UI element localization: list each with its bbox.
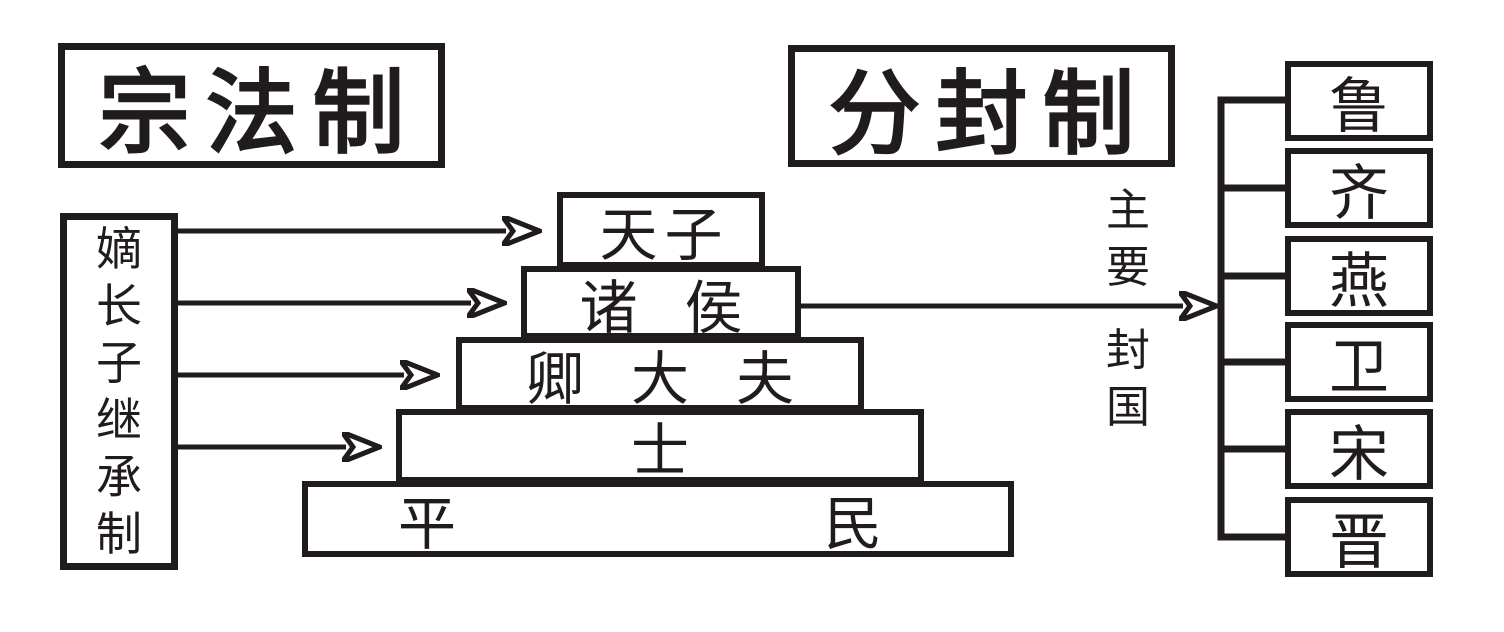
state-label: 卫 xyxy=(1329,334,1389,401)
state-label: 鲁 xyxy=(1329,73,1389,140)
enfeoffment-system-title-box: 分封制 xyxy=(788,45,1175,167)
state-label: 宋 xyxy=(1329,421,1389,488)
primogeniture-char: 子 xyxy=(96,337,142,389)
main-fiefs-label: 主 要 封 国 xyxy=(1100,182,1156,436)
primogeniture-char: 承 xyxy=(96,451,142,503)
pyramid-level-label-char: 民 xyxy=(824,492,883,557)
pyramid-level-ministers: 卿大夫 xyxy=(456,337,864,412)
state-label: 燕 xyxy=(1329,248,1389,315)
state-box-lu: 鲁 xyxy=(1285,61,1433,141)
pyramid-level-label: 天子 xyxy=(599,203,730,268)
primogeniture-char: 制 xyxy=(96,508,142,560)
primogeniture-char: 长 xyxy=(96,280,142,332)
main-fiefs-label-char: 国 xyxy=(1106,383,1150,432)
main-fiefs-label-char: 要 xyxy=(1106,243,1150,292)
state-box-song: 宋 xyxy=(1285,409,1433,489)
pyramid-level-label: 士 xyxy=(630,419,689,484)
patriarchal-system-title-box: 宗法制 xyxy=(58,43,445,168)
state-label: 晋 xyxy=(1329,509,1389,576)
pyramid-level-son-of-heaven: 天子 xyxy=(557,192,765,268)
pyramid-level-vassal-lords: 诸侯 xyxy=(521,266,801,341)
primogeniture-char: 嫡 xyxy=(96,223,142,275)
pyramid-level-label: 诸侯 xyxy=(579,275,790,341)
main-fiefs-label-char: 封 xyxy=(1106,326,1150,375)
pyramid-level-label: 卿大夫 xyxy=(525,347,841,412)
state-box-wei: 卫 xyxy=(1285,322,1433,402)
main-fiefs-label-char: 主 xyxy=(1106,186,1150,235)
state-label: 齐 xyxy=(1329,160,1389,227)
state-box-jin: 晋 xyxy=(1285,497,1433,577)
pyramid-level-commoners: 平 民 xyxy=(302,481,1014,557)
primogeniture-char: 继 xyxy=(96,394,142,446)
state-box-qi: 齐 xyxy=(1285,148,1433,228)
pyramid-level-scholars: 士 xyxy=(396,409,924,484)
patriarchal-system-title: 宗法制 xyxy=(98,63,420,165)
state-box-yan: 燕 xyxy=(1285,236,1433,316)
states-bracket-spine xyxy=(1217,96,1285,541)
pyramid-level-label-char: 平 xyxy=(398,492,457,557)
primogeniture-box: 嫡 长 子 继 承 制 xyxy=(60,213,178,570)
enfeoffment-system-title: 分封制 xyxy=(828,63,1150,166)
